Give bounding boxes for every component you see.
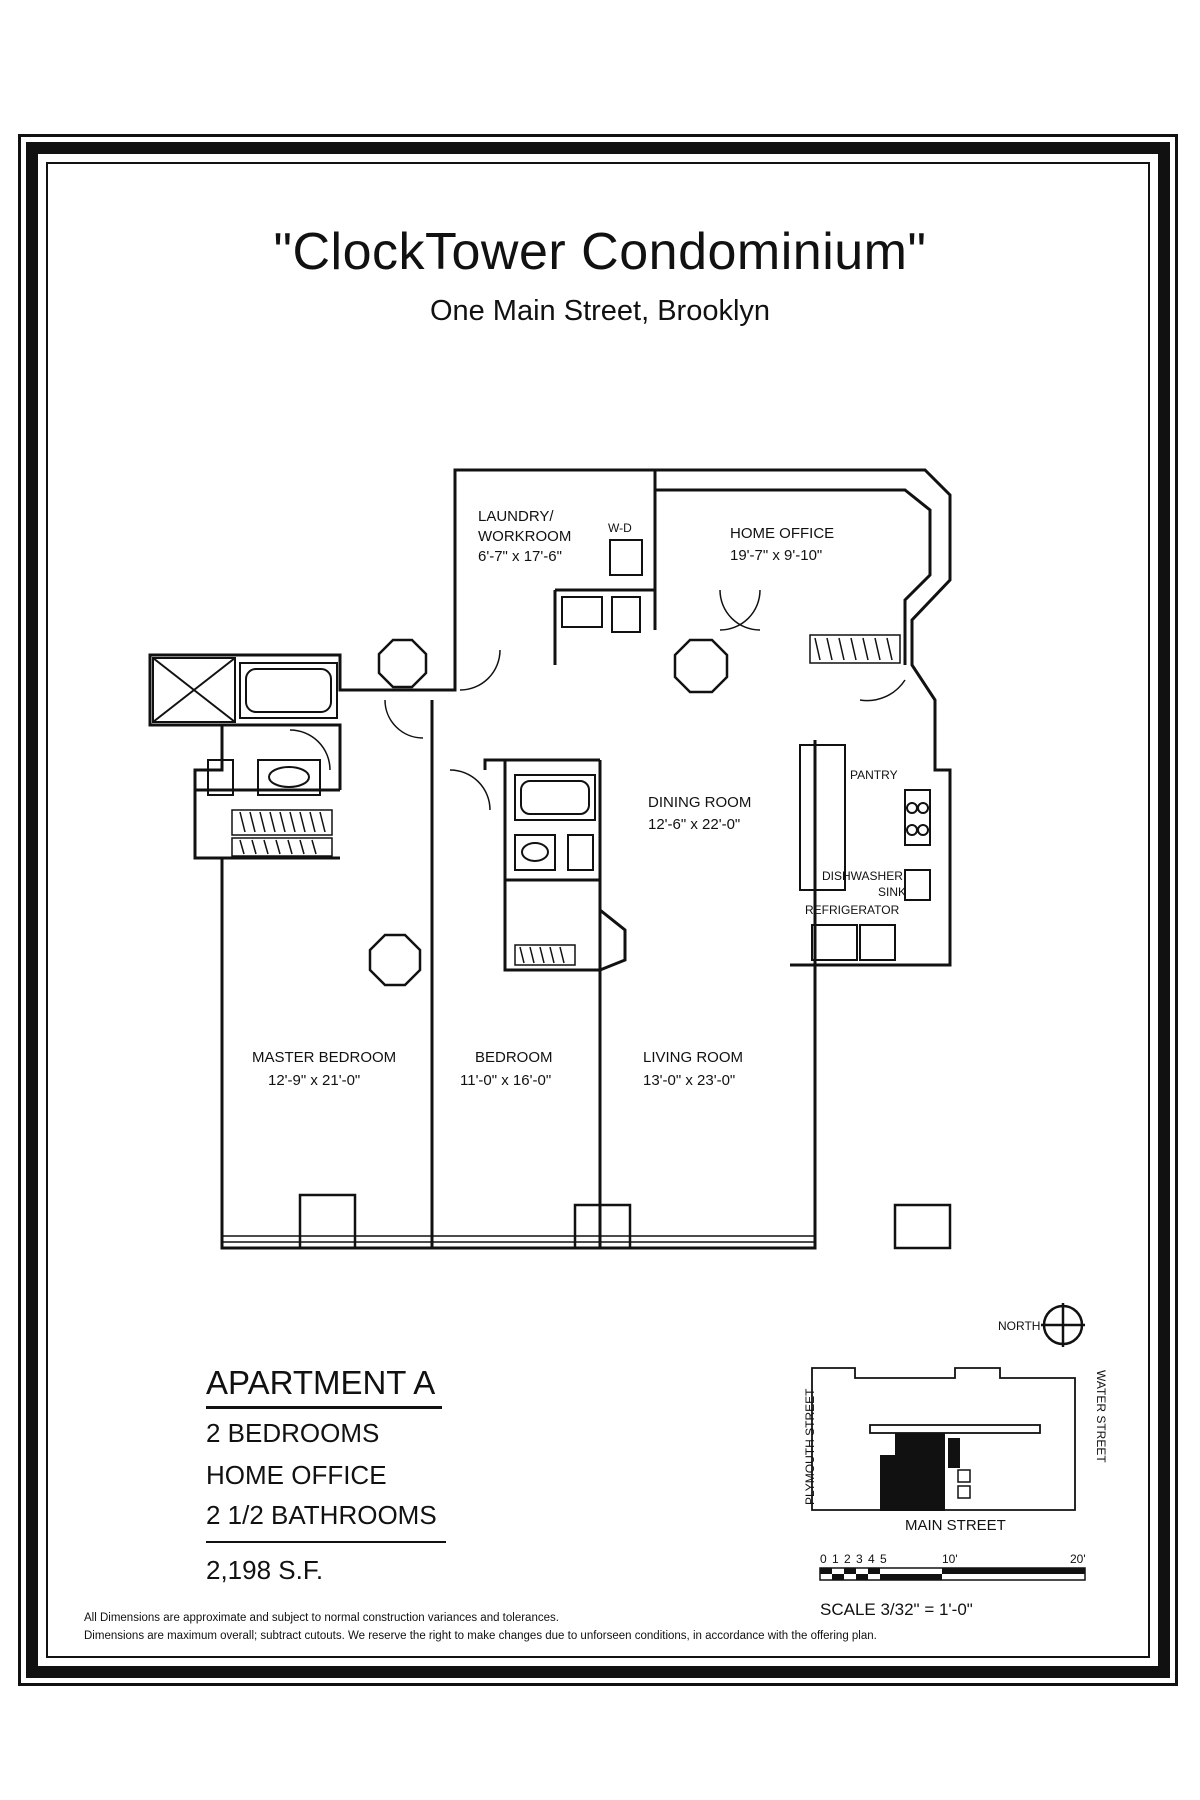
fixture-refrigerator: REFRIGERATOR — [805, 903, 900, 917]
street-main: MAIN STREET — [905, 1517, 1006, 1534]
page-subtitle: One Main Street, Brooklyn — [429, 295, 771, 327]
octagon-column — [368, 933, 422, 987]
master-toilet — [207, 759, 234, 796]
room-name-living: LIVING ROOM — [643, 1049, 743, 1066]
scale-bar: 0 1 2 3 4 5 10' 20' — [819, 1552, 1086, 1581]
fixture-wd: W-D — [608, 521, 632, 535]
north-arrow-icon — [1041, 1303, 1085, 1347]
room-name-home-office: HOME OFFICE — [730, 525, 834, 542]
closet — [514, 944, 576, 966]
street-plymouth: PLYMOUTH STREET — [803, 1388, 817, 1505]
disclaimer-line-1: All Dimensions are approximate and subje… — [84, 1612, 559, 1624]
room-name-master-bedroom: MASTER BEDROOM — [252, 1049, 396, 1066]
master-bath-wall — [222, 723, 342, 790]
room-name-laundry: LAUNDRY/ — [478, 508, 554, 525]
fixture-sink: SINK — [878, 885, 906, 899]
north-label: NORTH — [998, 1319, 1040, 1333]
bedroom-top-wall — [483, 758, 600, 770]
vanity-2 — [514, 834, 556, 871]
svg-text:20': 20' — [1070, 1552, 1086, 1566]
divider — [206, 1541, 446, 1543]
feature-bedrooms: 2 BEDROOMS — [206, 1418, 380, 1448]
toilet-2 — [567, 834, 594, 871]
fixture-dishwasher: DISHWASHER — [822, 869, 903, 883]
apartment-location-marker — [895, 1433, 945, 1511]
sink — [904, 869, 931, 901]
svg-text:2: 2 — [844, 1552, 851, 1566]
shower — [152, 657, 236, 723]
room-name-bedroom: BEDROOM — [475, 1049, 553, 1066]
svg-text:5: 5 — [880, 1552, 887, 1566]
exterior-wall — [148, 468, 952, 1250]
inner-frame — [46, 162, 1150, 1658]
bathtub — [239, 662, 338, 719]
range — [904, 789, 931, 846]
room-name-workroom: WORKROOM — [478, 528, 571, 545]
page-title: "ClockTower Condominium" — [273, 223, 927, 281]
room-dims-laundry: 6'-7" x 17'-6" — [478, 548, 562, 565]
scale-caption: SCALE 3/32" = 1'-0" — [820, 1600, 973, 1619]
feature-bathrooms: 2 1/2 BATHROOMS — [206, 1500, 437, 1530]
column — [573, 1203, 632, 1250]
svg-text:0: 0 — [820, 1552, 827, 1566]
closet — [231, 837, 333, 857]
svg-text:4: 4 — [868, 1552, 875, 1566]
closet — [809, 634, 901, 664]
bath-wall — [503, 760, 600, 972]
room-name-dining: DINING ROOM — [648, 794, 751, 811]
svg-text:1: 1 — [832, 1552, 839, 1566]
room-dims-dining: 12'-6" x 22'-0" — [648, 816, 740, 833]
powder-sink — [561, 596, 603, 628]
office-angled-wall — [655, 488, 932, 665]
kitchen-island — [799, 744, 846, 891]
street-water: WATER STREET — [1094, 1370, 1108, 1463]
outer-frame — [18, 134, 1178, 1686]
room-dims-home-office: 19'-7" x 9'-10" — [730, 547, 822, 564]
column — [893, 1203, 952, 1250]
bath-tub-2 — [514, 774, 596, 821]
fixture-pantry: PANTRY — [850, 768, 898, 782]
closet-wall — [505, 878, 627, 972]
octagon-column — [673, 638, 729, 694]
site-plan — [811, 1367, 1076, 1511]
apartment-name: APARTMENT A — [206, 1364, 442, 1409]
svg-text:10': 10' — [942, 1552, 958, 1566]
room-dims-living: 13'-0" x 23'-0" — [643, 1072, 735, 1089]
closet — [231, 809, 333, 836]
octagon-column — [377, 638, 428, 689]
square-footage: 2,198 S.F. — [206, 1555, 324, 1585]
disclaimer-line-2: Dimensions are maximum overall; subtract… — [84, 1630, 877, 1642]
feature-home-office: HOME OFFICE — [206, 1460, 387, 1490]
room-dims-bedroom: 11'-0" x 16'-0" — [460, 1072, 551, 1089]
refrigerator — [811, 924, 858, 961]
room-dims-master-bedroom: 12'-9" x 21'-0" — [268, 1072, 360, 1089]
column — [298, 1193, 357, 1250]
washer-dryer — [609, 539, 643, 576]
powder-toilet — [611, 596, 641, 633]
master-vanity — [257, 759, 321, 796]
svg-text:3: 3 — [856, 1552, 863, 1566]
thick-frame — [26, 142, 1170, 1678]
